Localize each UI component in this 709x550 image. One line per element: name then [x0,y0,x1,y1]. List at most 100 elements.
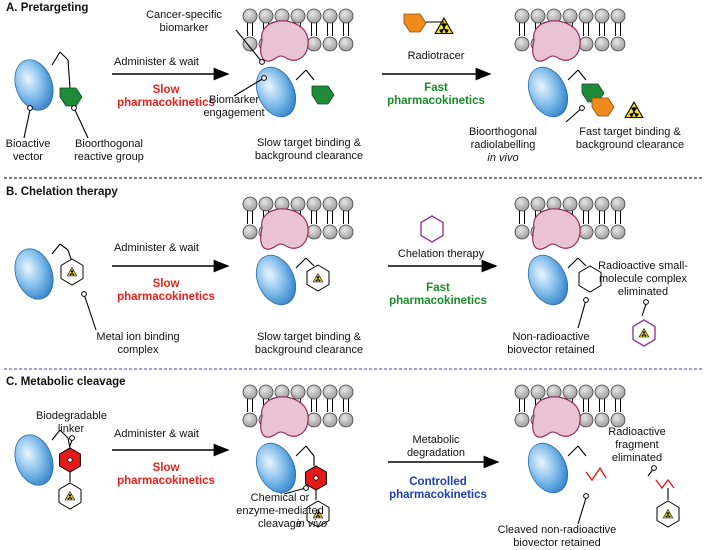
lipid-head [610,384,626,400]
lipid-head [338,384,354,400]
lipid-head [290,384,306,400]
c-eliminated-label: Radioactive fragment eliminated [608,426,666,464]
b-receptor-1 [260,208,309,250]
c-fragment-chelator [657,501,679,527]
lipid-head [242,224,258,240]
lipid-head [306,224,322,240]
lipid-head [258,8,274,24]
a-group-label: Bioorthogonal reactive group [74,138,144,163]
c-degradation-label: Metabolic degradation [406,434,466,459]
lipid-head [258,384,274,400]
b-slow-kinetics: Slow pharmacokinetics [117,278,215,303]
lipid-head [610,224,626,240]
a-biomarker-label: Cancer-specific biomarker [146,9,222,34]
lipid-head [338,412,354,428]
lipid-head [562,8,578,24]
b-retained-label: Non-radioactive biovector retained [507,331,595,356]
lipid-head [610,8,626,24]
c-cleavage-pointer [303,485,309,491]
lipid-head [594,224,610,240]
lipid-head [514,224,530,240]
b-antibody-final [527,254,569,306]
lipid-head [306,412,322,428]
c-receptor-2 [532,396,581,438]
a-fast-kinetics: Fast pharmacokinetics [387,82,485,107]
c-linker-label: Biodegradable linker [36,410,107,435]
a-radiotracer-label: Radiotracer [407,50,465,62]
a-radiotracer-tag [403,13,427,33]
a-vector-pointer [27,105,33,111]
a-mid-caption: Slow target binding & background clearan… [254,137,364,162]
c-controlled-kinetics: Controlled pharmacokinetics [389,476,487,501]
lipid-head [514,412,530,428]
a-tag-bound [311,85,335,105]
a-radiolabel-tag [591,97,615,117]
b-antibody-bound [255,254,297,306]
c-chelator-start [59,483,81,509]
c-cleavage-label: Chemical or enzyme-mediated cleavage [236,492,324,530]
section-c-title: C. Metabolic cleavage [6,376,126,388]
lipid-head [514,8,530,24]
lipid-head [514,36,530,52]
b-complex-pointer [81,291,87,297]
lipid-head [322,36,338,52]
lipid-head [514,384,530,400]
lipid-head [338,224,354,240]
a-in-vivo-label: in vivo [487,152,519,164]
c-fragment-linker [655,478,675,490]
b-free-chelator [420,215,444,243]
lipid-head [594,412,610,428]
lipid-head [594,384,610,400]
a-biomarker-pointer [259,59,265,65]
lipid-head [306,8,322,24]
b-eliminated-pointer [643,299,649,305]
lipid-head [322,8,338,24]
lipid-head [594,36,610,52]
section-a-title: A. Pretargeting [6,2,89,14]
b-administer-label: Administer & wait [114,242,199,254]
c-in-vivo-label: in vivo [296,518,328,530]
lipid-head [322,196,338,212]
c-retained-pointer [583,493,589,499]
b-complex-label: Metal ion binding complex [96,331,180,356]
lipid-head [530,196,546,212]
lipid-head [578,8,594,24]
lipid-head [610,196,626,212]
lipid-head [338,36,354,52]
a-radiolabelling-pointer [579,105,585,111]
section-b-title: B. Chelation therapy [6,186,118,198]
a-antibody-final [527,66,569,118]
lipid-head [578,224,594,240]
c-linker-pointer [69,435,75,441]
a-radiolabelling-label: Bioorthogonal radiolabelling [469,126,537,151]
lipid-head [578,412,594,428]
lipid-head [290,196,306,212]
lipid-head [530,384,546,400]
lipid-head [306,36,322,52]
lipid-head [242,384,258,400]
a-group-pointer [71,105,77,111]
c-antibody-final [527,442,569,494]
lipid-head [322,412,338,428]
lipid-head [594,8,610,24]
b-retained-pointer [583,297,589,303]
lipid-head [242,412,258,428]
b-eliminated-label: Radioactive small-molecule complex elimi… [598,260,688,298]
a-receptor-2 [532,20,581,62]
lipid-head [338,8,354,24]
b-chelation-label: Chelation therapy [397,248,485,260]
b-receptor-2 [532,208,581,250]
lipid-head [242,8,258,24]
lipid-head [322,384,338,400]
b-vector-antibody [14,248,54,300]
b-chelator-bound [61,259,83,285]
a-radiolabel-hazard [624,101,644,119]
a-slow-kinetics: Slow pharmacokinetics [117,84,215,109]
lipid-head [578,196,594,212]
c-eliminated-pointer [651,465,657,471]
a-bioorthogonal-group [59,87,83,107]
c-vector-antibody [14,434,54,486]
lipid-head [562,196,578,212]
